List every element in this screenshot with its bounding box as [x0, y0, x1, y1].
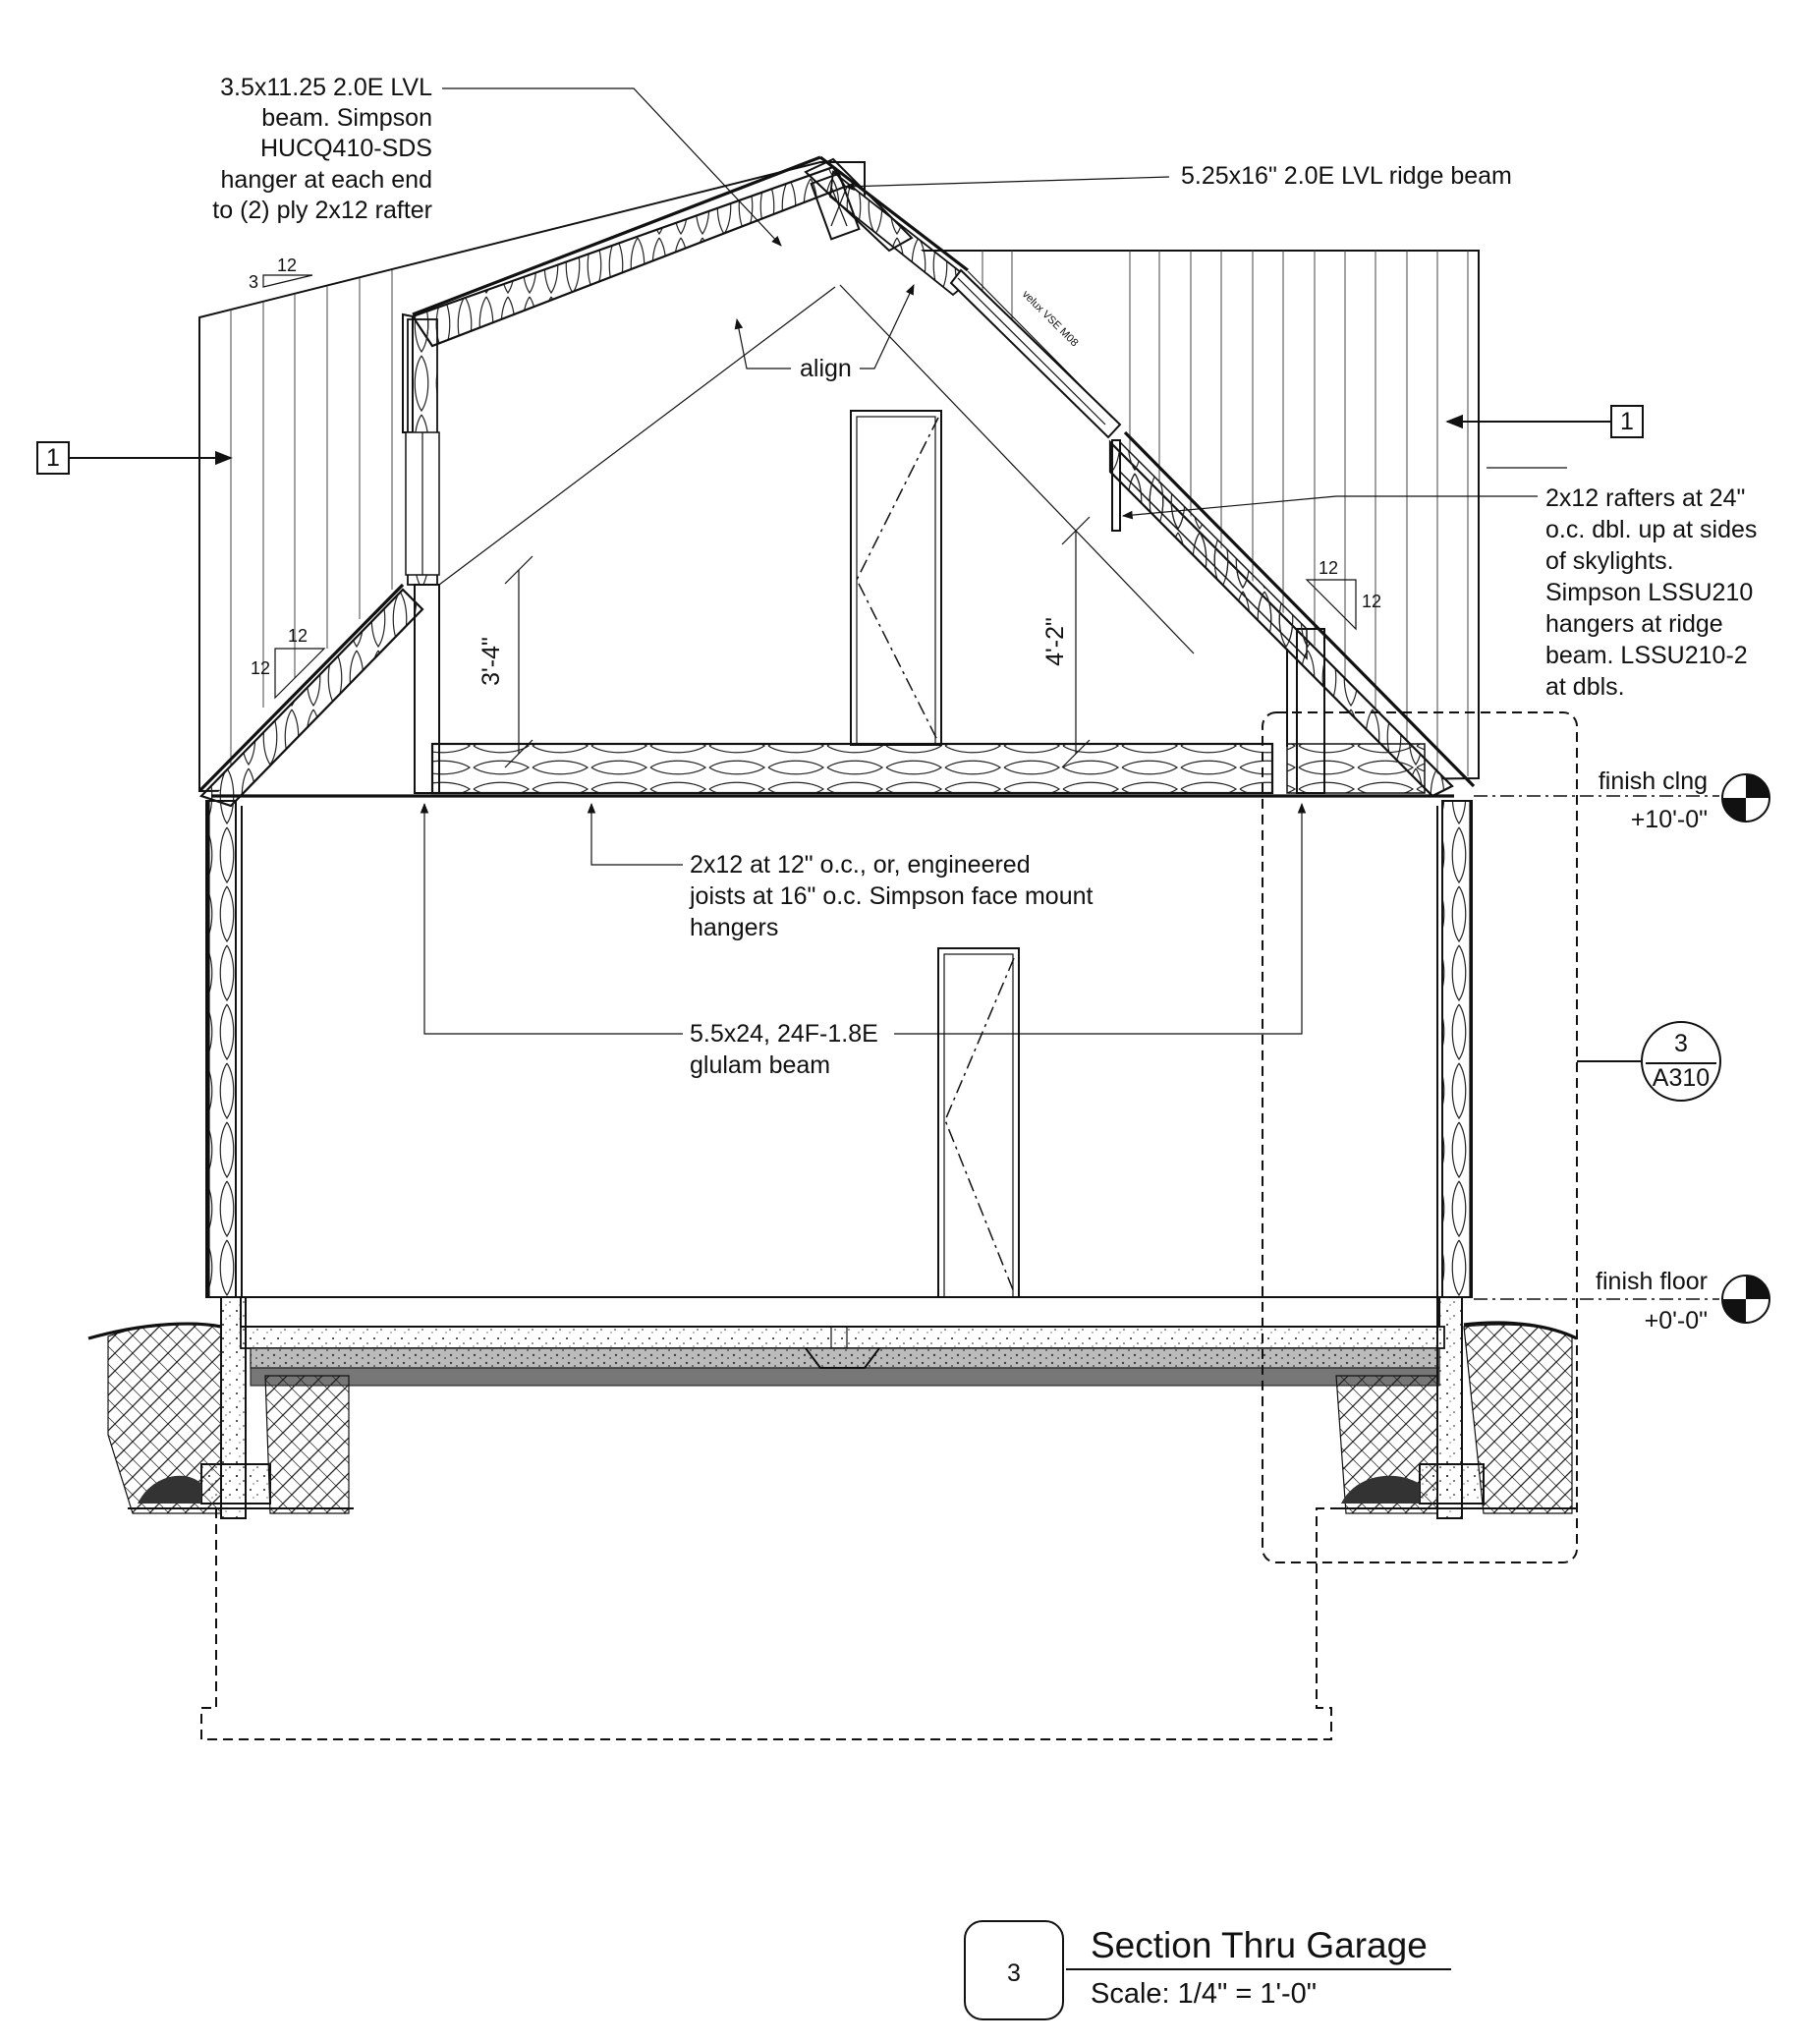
- floor-label: finish floor: [1596, 1268, 1708, 1295]
- svg-text:3: 3: [249, 272, 258, 292]
- svg-text:HUCQ410-SDS: HUCQ410-SDS: [260, 135, 432, 162]
- svg-text:2x12 at 12" o.c., or, engineer: 2x12 at 12" o.c., or, engineered: [690, 851, 1031, 879]
- slope-right: 12 12: [1305, 558, 1381, 631]
- title-block: 3 Section Thru Garage Scale: 1/4" = 1'-0…: [964, 1920, 1451, 2020]
- svg-text:hanger at each end: hanger at each end: [221, 166, 432, 194]
- note-align: align: [800, 355, 852, 382]
- floor-value: +0'-0": [1645, 1307, 1708, 1334]
- svg-text:hangers: hangers: [690, 914, 778, 941]
- slope-upper-left: 12 3: [249, 256, 313, 292]
- note-joists: 2x12 at 12" o.c., or, engineered joists …: [689, 851, 1094, 941]
- dimension-left-knee: 3'-4": [477, 555, 533, 768]
- note-lvl-beam: 3.5x11.25 2.0E LVL beam. Simpson HUCQ410…: [212, 74, 432, 224]
- svg-text:12: 12: [1362, 592, 1381, 611]
- ceiling-value: +10'-0": [1631, 806, 1708, 833]
- note-glulam: 5.5x24, 24F-1.8E glulam beam: [690, 1020, 878, 1079]
- svg-text:12: 12: [251, 658, 270, 678]
- svg-text:12: 12: [288, 626, 308, 646]
- svg-text:beam. Simpson: beam. Simpson: [261, 104, 432, 132]
- title-scale: Scale: 1/4" = 1'-0": [1091, 1978, 1317, 2010]
- svg-text:12: 12: [1319, 558, 1338, 578]
- detail-sheet: A310: [1653, 1064, 1710, 1092]
- svg-text:o.c. dbl. up at sides: o.c. dbl. up at sides: [1545, 516, 1757, 543]
- attic-door: [850, 410, 942, 746]
- svg-text:joists at 16" o.c. Simpson fac: joists at 16" o.c. Simpson face mount: [689, 882, 1094, 910]
- floor-elevation-marker: finish floor +0'-0": [1474, 1268, 1770, 1334]
- svg-text:beam. LSSU210-2: beam. LSSU210-2: [1545, 642, 1748, 669]
- elevation-tag-number: 1: [1620, 408, 1634, 435]
- svg-text:4'-2": 4'-2": [1041, 617, 1069, 666]
- svg-text:to (2) ply 2x12 rafter: to (2) ply 2x12 rafter: [212, 197, 432, 224]
- svg-text:Simpson LSSU210: Simpson LSSU210: [1545, 579, 1753, 606]
- note-ridge-beam: 5.25x16" 2.0E LVL ridge beam: [1181, 162, 1512, 190]
- svg-text:of skylights.: of skylights.: [1545, 547, 1674, 575]
- title-number: 3: [1007, 1959, 1021, 1987]
- svg-text:12: 12: [277, 256, 297, 275]
- ceiling-label: finish clng: [1599, 767, 1708, 795]
- svg-text:hangers at ridge: hangers at ridge: [1545, 610, 1723, 638]
- svg-text:5.5x24, 24F-1.8E: 5.5x24, 24F-1.8E: [690, 1020, 878, 1048]
- svg-text:glulam beam: glulam beam: [690, 1051, 830, 1079]
- elevation-tag-right[interactable]: 1: [1445, 405, 1644, 469]
- elevation-tag-left[interactable]: 1: [36, 441, 233, 475]
- elevation-tag-number: 1: [46, 444, 60, 472]
- title-number-box: [964, 1920, 1064, 2020]
- note-rafters: 2x12 rafters at 24" o.c. dbl. up at side…: [1545, 484, 1757, 701]
- ceiling-elevation-marker: finish clng +10'-0": [1474, 767, 1770, 833]
- detail-reference-bubble[interactable]: 3 A310: [1641, 1021, 1721, 1102]
- detail-callout-box: [1262, 711, 1578, 1563]
- svg-text:3.5x11.25 2.0E LVL: 3.5x11.25 2.0E LVL: [220, 74, 432, 101]
- building-section: velux VSE M08: [87, 155, 1578, 1740]
- dimension-right-knee: 4'-2": [1041, 516, 1091, 768]
- svg-text:3'-4": 3'-4": [477, 637, 505, 686]
- svg-text:2x12 rafters at 24": 2x12 rafters at 24": [1545, 484, 1745, 512]
- leaders: [420, 87, 1538, 1035]
- slope-lower-left: 12 12: [251, 626, 326, 700]
- title-text: Section Thru Garage: [1091, 1925, 1428, 1965]
- svg-text:at dbls.: at dbls.: [1545, 673, 1625, 701]
- detail-number: 3: [1674, 1030, 1688, 1057]
